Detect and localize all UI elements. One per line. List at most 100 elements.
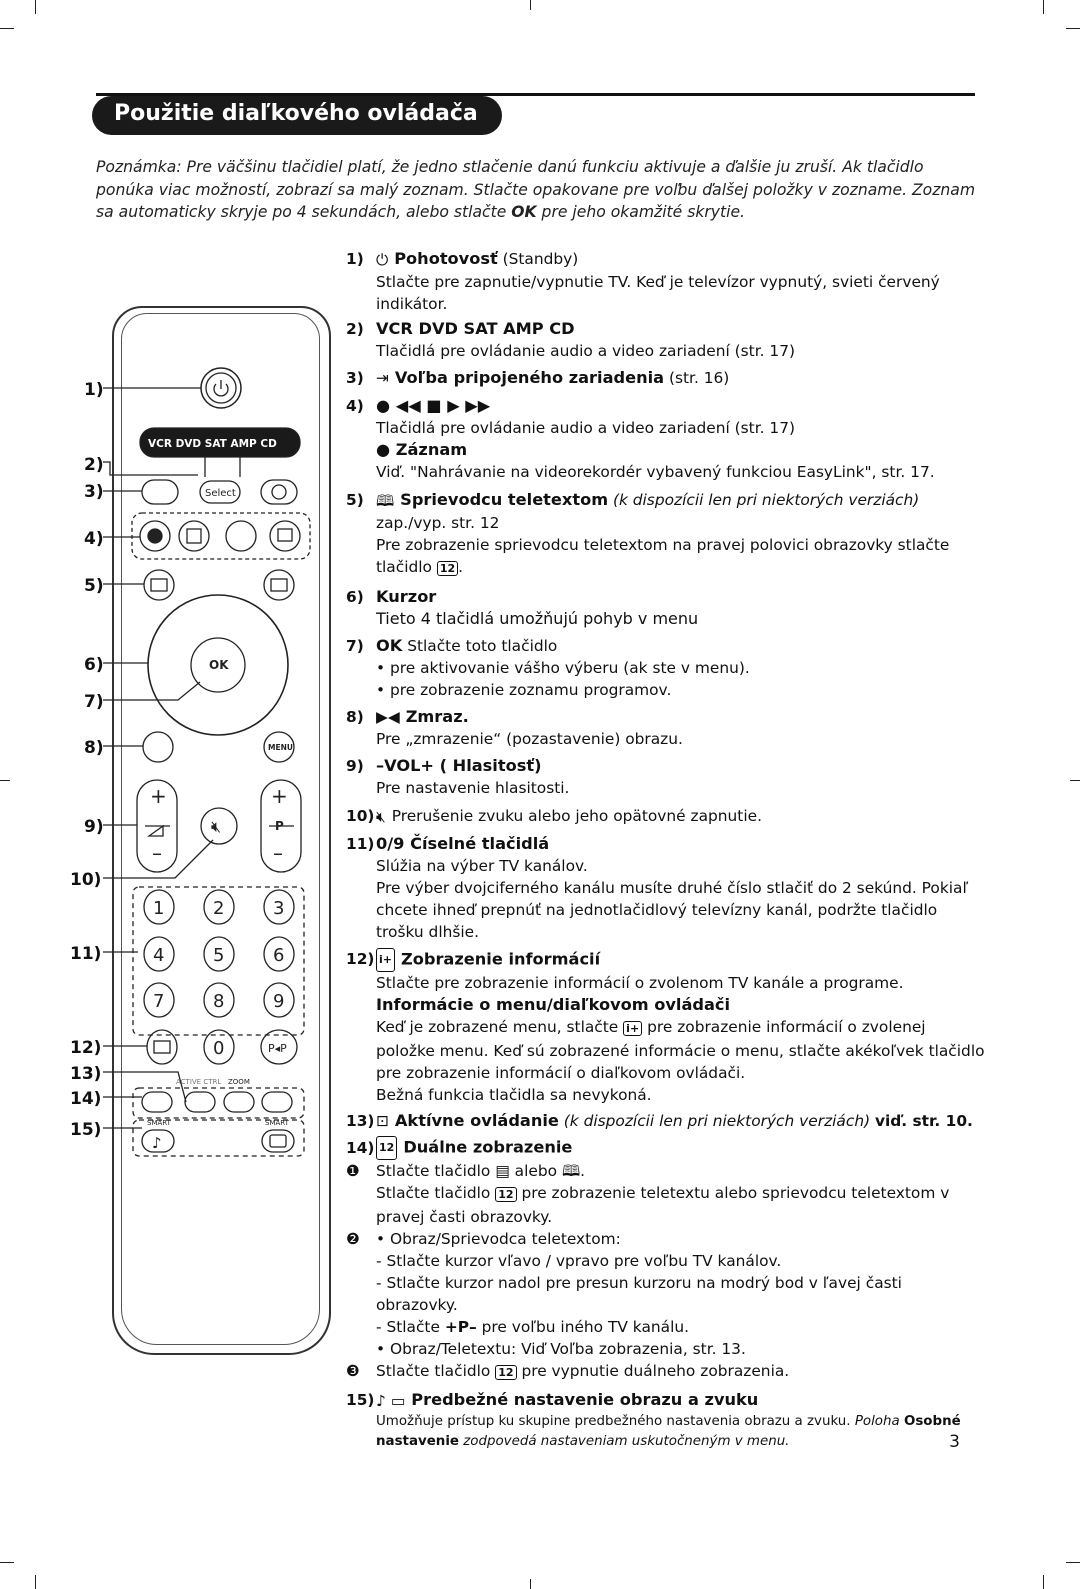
item-body: Stlačte pre zapnutie/vypnutie TV. Keď je…	[376, 272, 940, 313]
callout-6: 6)	[84, 655, 104, 675]
step-1-marker: ❶	[346, 1162, 360, 1180]
remote-body	[112, 306, 331, 1355]
dual-screen-icon: 12	[495, 1187, 517, 1202]
freeze-icon: ▶◀	[376, 708, 400, 726]
step-text: - Stlačte kurzor nadol pre presun kurzor…	[376, 1274, 902, 1314]
item-12: 12)i+Zobrazenie informácií Stlačte pre z…	[346, 947, 986, 1106]
step-text: - Stlačte kurzor vľavo / vpravo pre voľb…	[376, 1252, 782, 1270]
crop-mark	[1070, 780, 1080, 781]
item-title: –VOL+ ( Hlasitosť)	[376, 756, 542, 775]
item-body: Tieto 4 tlačidlá umožňujú pohyb v menu	[376, 608, 699, 628]
step-text: .	[580, 1162, 586, 1180]
function-list: 1)⏻Pohotovosť (Standby) Stlačte pre zapn…	[346, 248, 986, 1452]
item-body: Keď je zobrazené menu, stlačte i+ pre zo…	[346, 1016, 986, 1084]
title-banner: Použitie diaľkového ovládača	[92, 96, 502, 135]
item-number: 6)	[346, 587, 364, 606]
callout-13: 13)	[70, 1064, 101, 1084]
teletext-guide-icon: 🕮︎	[376, 491, 395, 510]
digit-9: 9	[273, 991, 284, 1012]
note-icon: ♪	[152, 1134, 162, 1152]
item-title: 0/9 Číselné tlačidlá	[376, 833, 550, 853]
item-number: 3)	[346, 368, 364, 387]
step-text: • Obraz/Sprievodca teletextom:	[376, 1230, 621, 1248]
digit-3: 3	[273, 898, 284, 919]
item-4: 4)● ◀◀ ■ ▶ ▶▶ Tlačidlá pre ovládanie aud…	[346, 395, 986, 483]
teletext-guide-icon: 🕮︎	[561, 1162, 581, 1180]
callout-10: 10)	[70, 870, 101, 890]
mute-icon: 🔇︎	[211, 817, 221, 836]
active-control-icon: ⊡	[376, 1112, 389, 1130]
active-ctrl-label: ACTIVE CTRL	[176, 1078, 221, 1086]
item-number: 10)	[346, 807, 375, 825]
item-title: Voľba pripojeného zariadenia	[394, 367, 665, 387]
item-body: Pre „zmrazenie“ (pozastavenie) obrazu.	[376, 730, 683, 748]
vol-minus: –	[152, 841, 162, 865]
callout-11: 11)	[70, 944, 101, 964]
item-bullet: • pre zobrazenie zoznamu programov.	[376, 680, 672, 699]
digit-0: 0	[213, 1038, 224, 1059]
item-number: 9)	[346, 757, 364, 775]
item-body: Viď. "Nahrávanie na videorekordér vybave…	[376, 463, 935, 481]
p-minus: –	[273, 841, 283, 865]
item-number: 15)	[346, 1391, 375, 1409]
item-number: 2)	[346, 319, 364, 338]
item-body-italic: zodpovedá nastaveniam uskutočneným v men…	[459, 1433, 790, 1449]
item-13: 13)⊡Aktívne ovládanie (k dispozícii len …	[346, 1110, 986, 1133]
step-text: pre vypnutie duálneho zobrazenia.	[521, 1362, 790, 1380]
menu-label: MENU	[268, 743, 293, 752]
callout-14: 14)	[70, 1089, 101, 1109]
item-title: Pohotovosť	[394, 249, 498, 268]
item-number: 14)	[346, 1138, 375, 1157]
note-ok: OK	[511, 203, 537, 221]
info-icon: i+	[376, 947, 395, 972]
smart-sound-picture-icon: ♪ ▭	[376, 1391, 406, 1410]
callout-9: 9)	[84, 817, 104, 837]
step-text: alebo	[514, 1162, 558, 1180]
select-label: Select	[205, 488, 236, 499]
note-text: Poznámka: Pre väčšinu tlačidiel platí, ž…	[96, 158, 976, 221]
step-3-marker: ❸	[346, 1362, 360, 1380]
item-5: 5)🕮︎Sprievodcu teletextom (k dispozícii …	[346, 489, 986, 580]
page-number: 3	[949, 1432, 960, 1452]
power-icon: ⏻	[376, 250, 389, 269]
smart-right-label: SMART	[265, 1119, 290, 1127]
smart-left-label: SMART	[147, 1119, 172, 1127]
item-title: Kurzor	[376, 586, 437, 606]
item-body: Pre nastavenie hlasitosti.	[376, 779, 570, 797]
intro-note: Poznámka: Pre väčšinu tlačidiel platí, ž…	[96, 156, 976, 224]
callout-4: 4)	[84, 529, 104, 549]
step-text: Stlačte tlačidlo	[376, 1362, 491, 1380]
item-body-text: Pre zobrazenie sprievodcu teletextom na …	[376, 535, 950, 576]
item-title-rest: (k dispozícii len pri niektorých verziác…	[608, 491, 920, 509]
item-title: Duálne zobrazenie	[403, 1137, 573, 1157]
digit-2: 2	[213, 898, 224, 919]
item-title: OK	[376, 635, 403, 655]
item-subtitle: ● Záznam	[376, 440, 468, 459]
item-title-italic: (k dispozícii len pri niektorých verziác…	[558, 1111, 875, 1130]
step-1-continued: Stlačte tlačidlo 12 pre zobrazenie telet…	[346, 1182, 986, 1228]
item-6: 6) Kurzor Tieto 4 tlačidlá umožňujú pohyb…	[346, 586, 986, 630]
mute-icon: 🔇︎	[376, 807, 386, 826]
crop-mark	[1043, 0, 1044, 14]
crop-mark	[35, 0, 36, 14]
step-2: ❷ • Obraz/Sprievodca teletextom:	[346, 1228, 986, 1250]
item-14: 14) 12 Duálne zobrazenie ❶ Stlačte tlačidlo…	[346, 1136, 986, 1384]
callout-12: 12)	[70, 1038, 101, 1058]
callout-15: 15)	[70, 1120, 101, 1140]
callout-1: 1)	[84, 380, 104, 400]
item-body-bold: Osobné nastavenie	[376, 1413, 961, 1449]
crop-mark	[0, 28, 14, 29]
item-body-text: pre zobrazenie informácií o zvolenej pol…	[376, 1017, 985, 1082]
step-text-bold: +P–	[444, 1318, 477, 1336]
step-2-marker: ❷	[346, 1230, 360, 1248]
item-title: VCR DVD SAT AMP CD	[376, 318, 575, 338]
item-title: Zmraz.	[405, 706, 469, 726]
step-text: Stlačte tlačidlo	[376, 1162, 491, 1180]
item-body: Umožňuje prístup ku skupine predbežného …	[346, 1412, 986, 1452]
item-body-italic: Poloha	[854, 1413, 904, 1429]
item-body: Prerušenie zvuku alebo jeho opätovné zap…	[391, 807, 762, 825]
title-rule	[96, 93, 975, 96]
item-7: 7)OK Stlačte toto tlačidlo • pre aktivov…	[346, 635, 986, 701]
